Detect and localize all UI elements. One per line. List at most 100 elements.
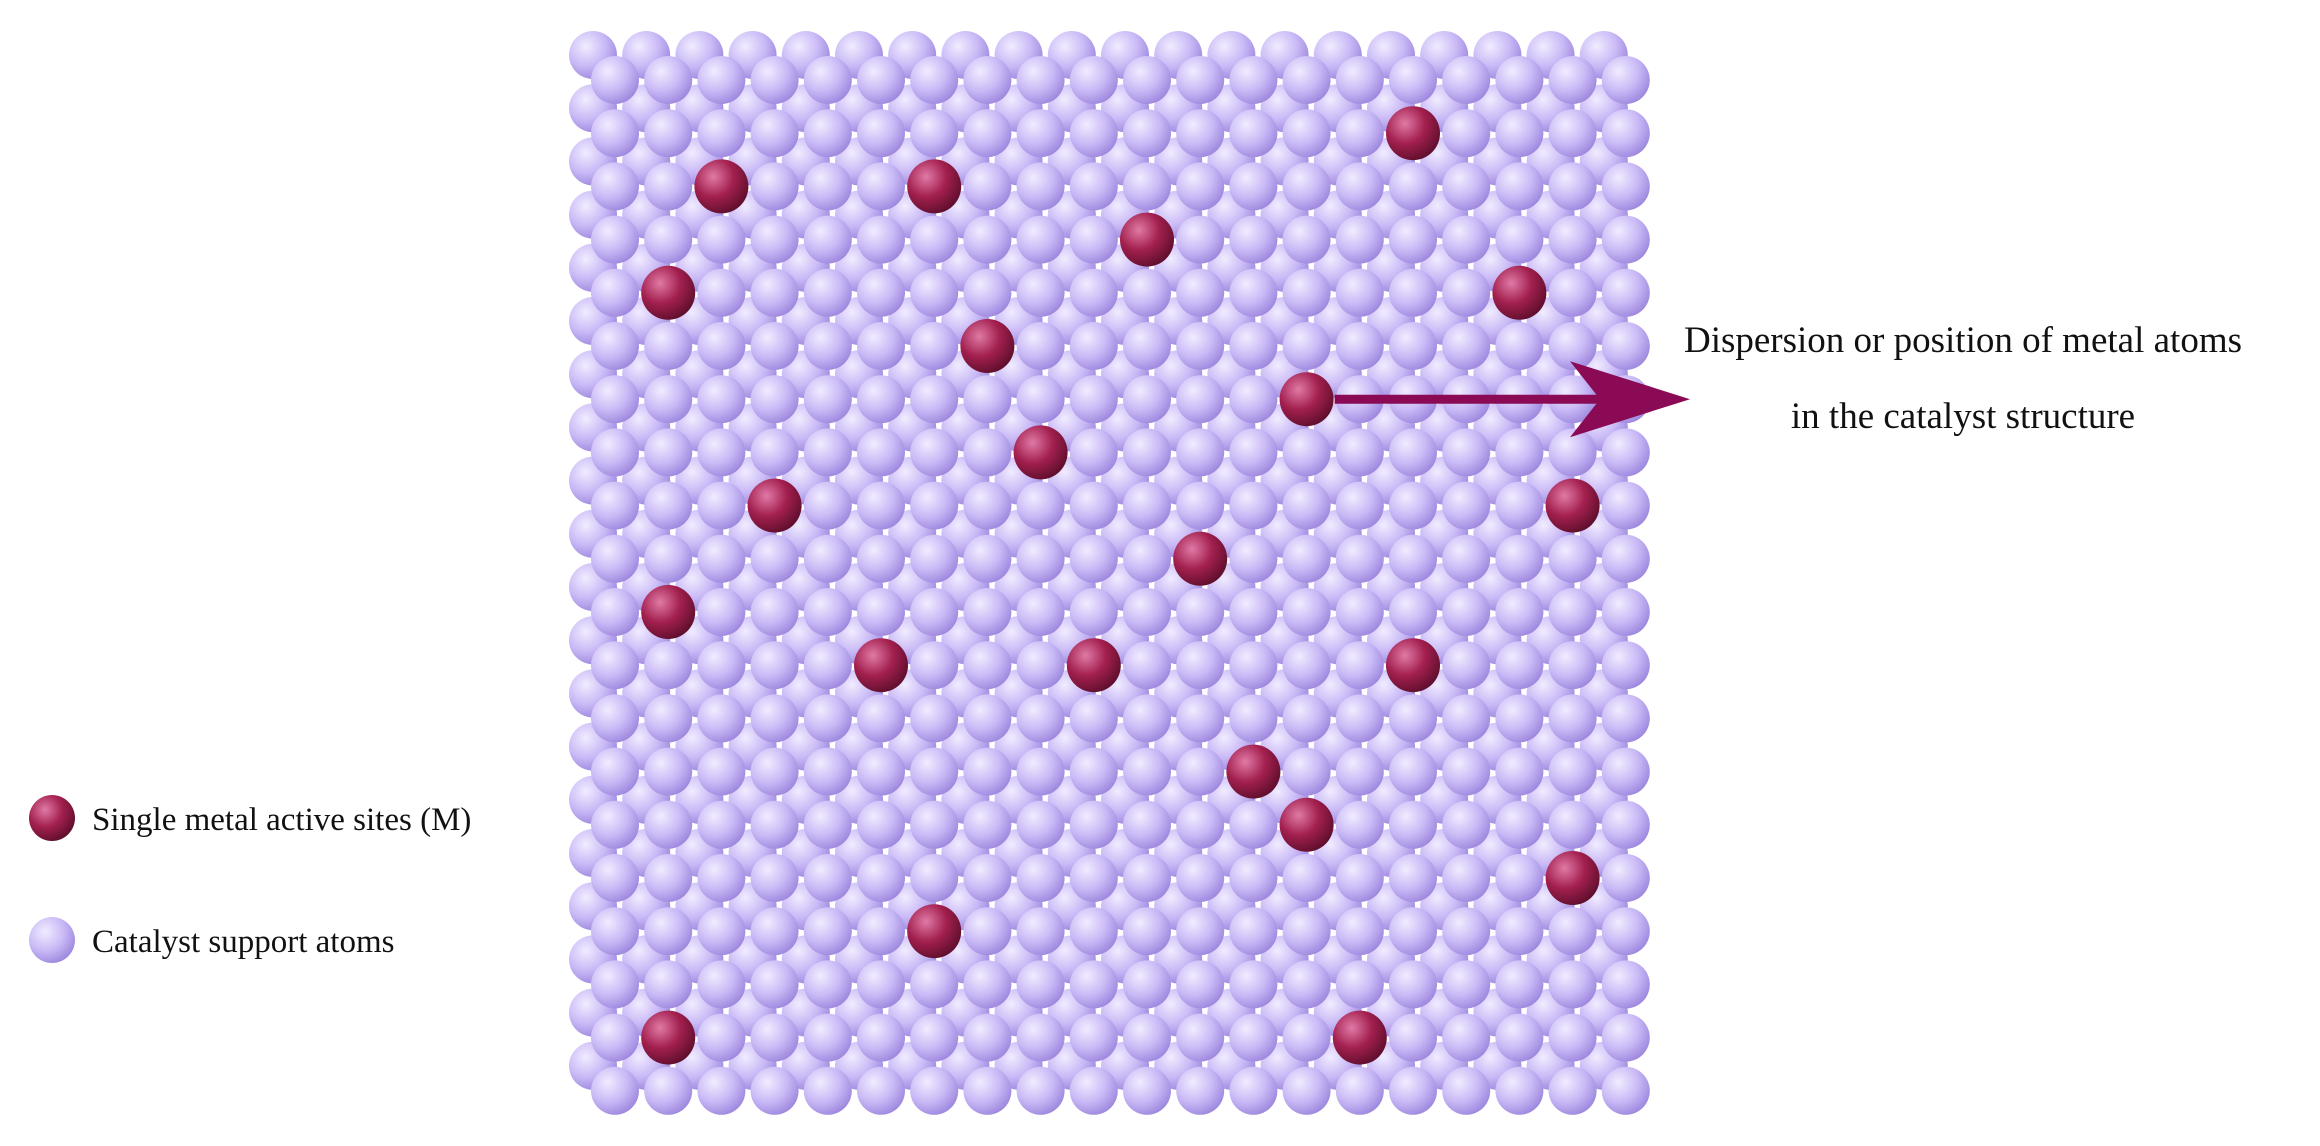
support-atom xyxy=(750,56,799,104)
support-atom xyxy=(750,375,799,424)
support-atom xyxy=(910,1066,959,1115)
support-atom xyxy=(1282,907,1331,956)
support-atom xyxy=(963,747,1012,796)
support-atom xyxy=(697,641,746,690)
support-atom xyxy=(591,375,639,424)
support-atom xyxy=(1335,907,1384,956)
support-atom xyxy=(1069,375,1118,424)
support-atom xyxy=(644,907,693,956)
support-atom xyxy=(591,641,639,690)
support-atom xyxy=(857,854,905,902)
support-atom xyxy=(1495,907,1544,956)
support-atom xyxy=(644,109,693,158)
support-atom xyxy=(1229,534,1278,583)
support-atom xyxy=(1282,268,1331,317)
support-atom xyxy=(1123,747,1171,796)
support-atom xyxy=(1601,960,1650,1009)
support-atom xyxy=(591,960,639,1009)
support-atom xyxy=(857,481,905,530)
support-atom xyxy=(1442,854,1491,902)
support-atom xyxy=(1548,1013,1597,1062)
support-atom xyxy=(1229,694,1278,743)
support-atom xyxy=(1123,268,1171,317)
support-atom xyxy=(644,215,693,264)
support-atom xyxy=(1229,1066,1278,1115)
support-atom xyxy=(910,534,959,583)
support-atom xyxy=(1335,162,1384,211)
support-atom xyxy=(1442,800,1491,849)
support-atom xyxy=(1389,428,1437,477)
support-atom xyxy=(1442,268,1491,317)
support-atom xyxy=(803,162,852,211)
support-atom xyxy=(1229,854,1278,902)
support-atom xyxy=(644,534,693,583)
support-atom xyxy=(803,534,852,583)
support-atom xyxy=(1601,268,1650,317)
support-atom xyxy=(1335,694,1384,743)
support-atom xyxy=(1176,109,1225,158)
support-atom xyxy=(963,800,1012,849)
support-atom xyxy=(1016,588,1065,636)
support-atom xyxy=(1495,109,1544,158)
support-atom xyxy=(591,1066,639,1115)
support-atom xyxy=(1442,960,1491,1009)
support-atom xyxy=(963,56,1012,104)
support-atom xyxy=(803,747,852,796)
metal-atom xyxy=(1492,265,1547,320)
support-atom xyxy=(1495,747,1544,796)
support-atom xyxy=(1548,322,1597,370)
support-atom xyxy=(1495,800,1544,849)
support-atom xyxy=(1016,854,1065,902)
support-atom xyxy=(1389,1066,1437,1115)
support-atom xyxy=(750,800,799,849)
support-atom xyxy=(1069,694,1118,743)
support-atom xyxy=(1601,588,1650,636)
support-atom xyxy=(1176,428,1225,477)
support-atom xyxy=(1123,960,1171,1009)
metal-atom xyxy=(854,638,908,693)
support-atom xyxy=(1229,428,1278,477)
metal-atom xyxy=(907,904,962,959)
support-atom xyxy=(803,109,852,158)
support-atom xyxy=(1389,56,1437,104)
support-atom xyxy=(1282,215,1331,264)
support-atom xyxy=(1176,1013,1225,1062)
support-atom xyxy=(1069,162,1118,211)
metal-atom xyxy=(960,319,1015,373)
support-atom xyxy=(644,56,693,104)
metal-atom xyxy=(1173,531,1228,586)
support-atom xyxy=(1016,322,1065,370)
support-atom xyxy=(857,162,905,211)
support-atom xyxy=(803,1066,852,1115)
support-atom xyxy=(591,481,639,530)
support-atom xyxy=(1282,1066,1331,1115)
support-atom xyxy=(1548,162,1597,211)
annotation-line-1: Dispersion or position of metal atoms xyxy=(1684,320,2242,361)
support-atom xyxy=(857,375,905,424)
support-atom xyxy=(1069,800,1118,849)
support-atom xyxy=(1016,694,1065,743)
support-atom xyxy=(591,800,639,849)
support-atom xyxy=(1123,56,1171,104)
support-atom xyxy=(1389,747,1437,796)
support-atom xyxy=(1495,641,1544,690)
support-atom xyxy=(1335,960,1384,1009)
support-atom xyxy=(750,162,799,211)
support-atom xyxy=(1601,215,1650,264)
metal-atom xyxy=(641,265,696,320)
support-atom xyxy=(1176,481,1225,530)
support-atom xyxy=(1495,481,1544,530)
support-atom xyxy=(1389,854,1437,902)
support-atom xyxy=(1282,428,1331,477)
support-atom xyxy=(591,215,639,264)
support-atom xyxy=(1069,747,1118,796)
support-atom xyxy=(1495,1066,1544,1115)
support-atom xyxy=(803,588,852,636)
support-atom xyxy=(644,375,693,424)
support-atom xyxy=(1335,109,1384,158)
metal-atom xyxy=(1545,851,1600,905)
support-atom xyxy=(1548,907,1597,956)
support-atom xyxy=(1442,109,1491,158)
support-atom xyxy=(1442,641,1491,690)
